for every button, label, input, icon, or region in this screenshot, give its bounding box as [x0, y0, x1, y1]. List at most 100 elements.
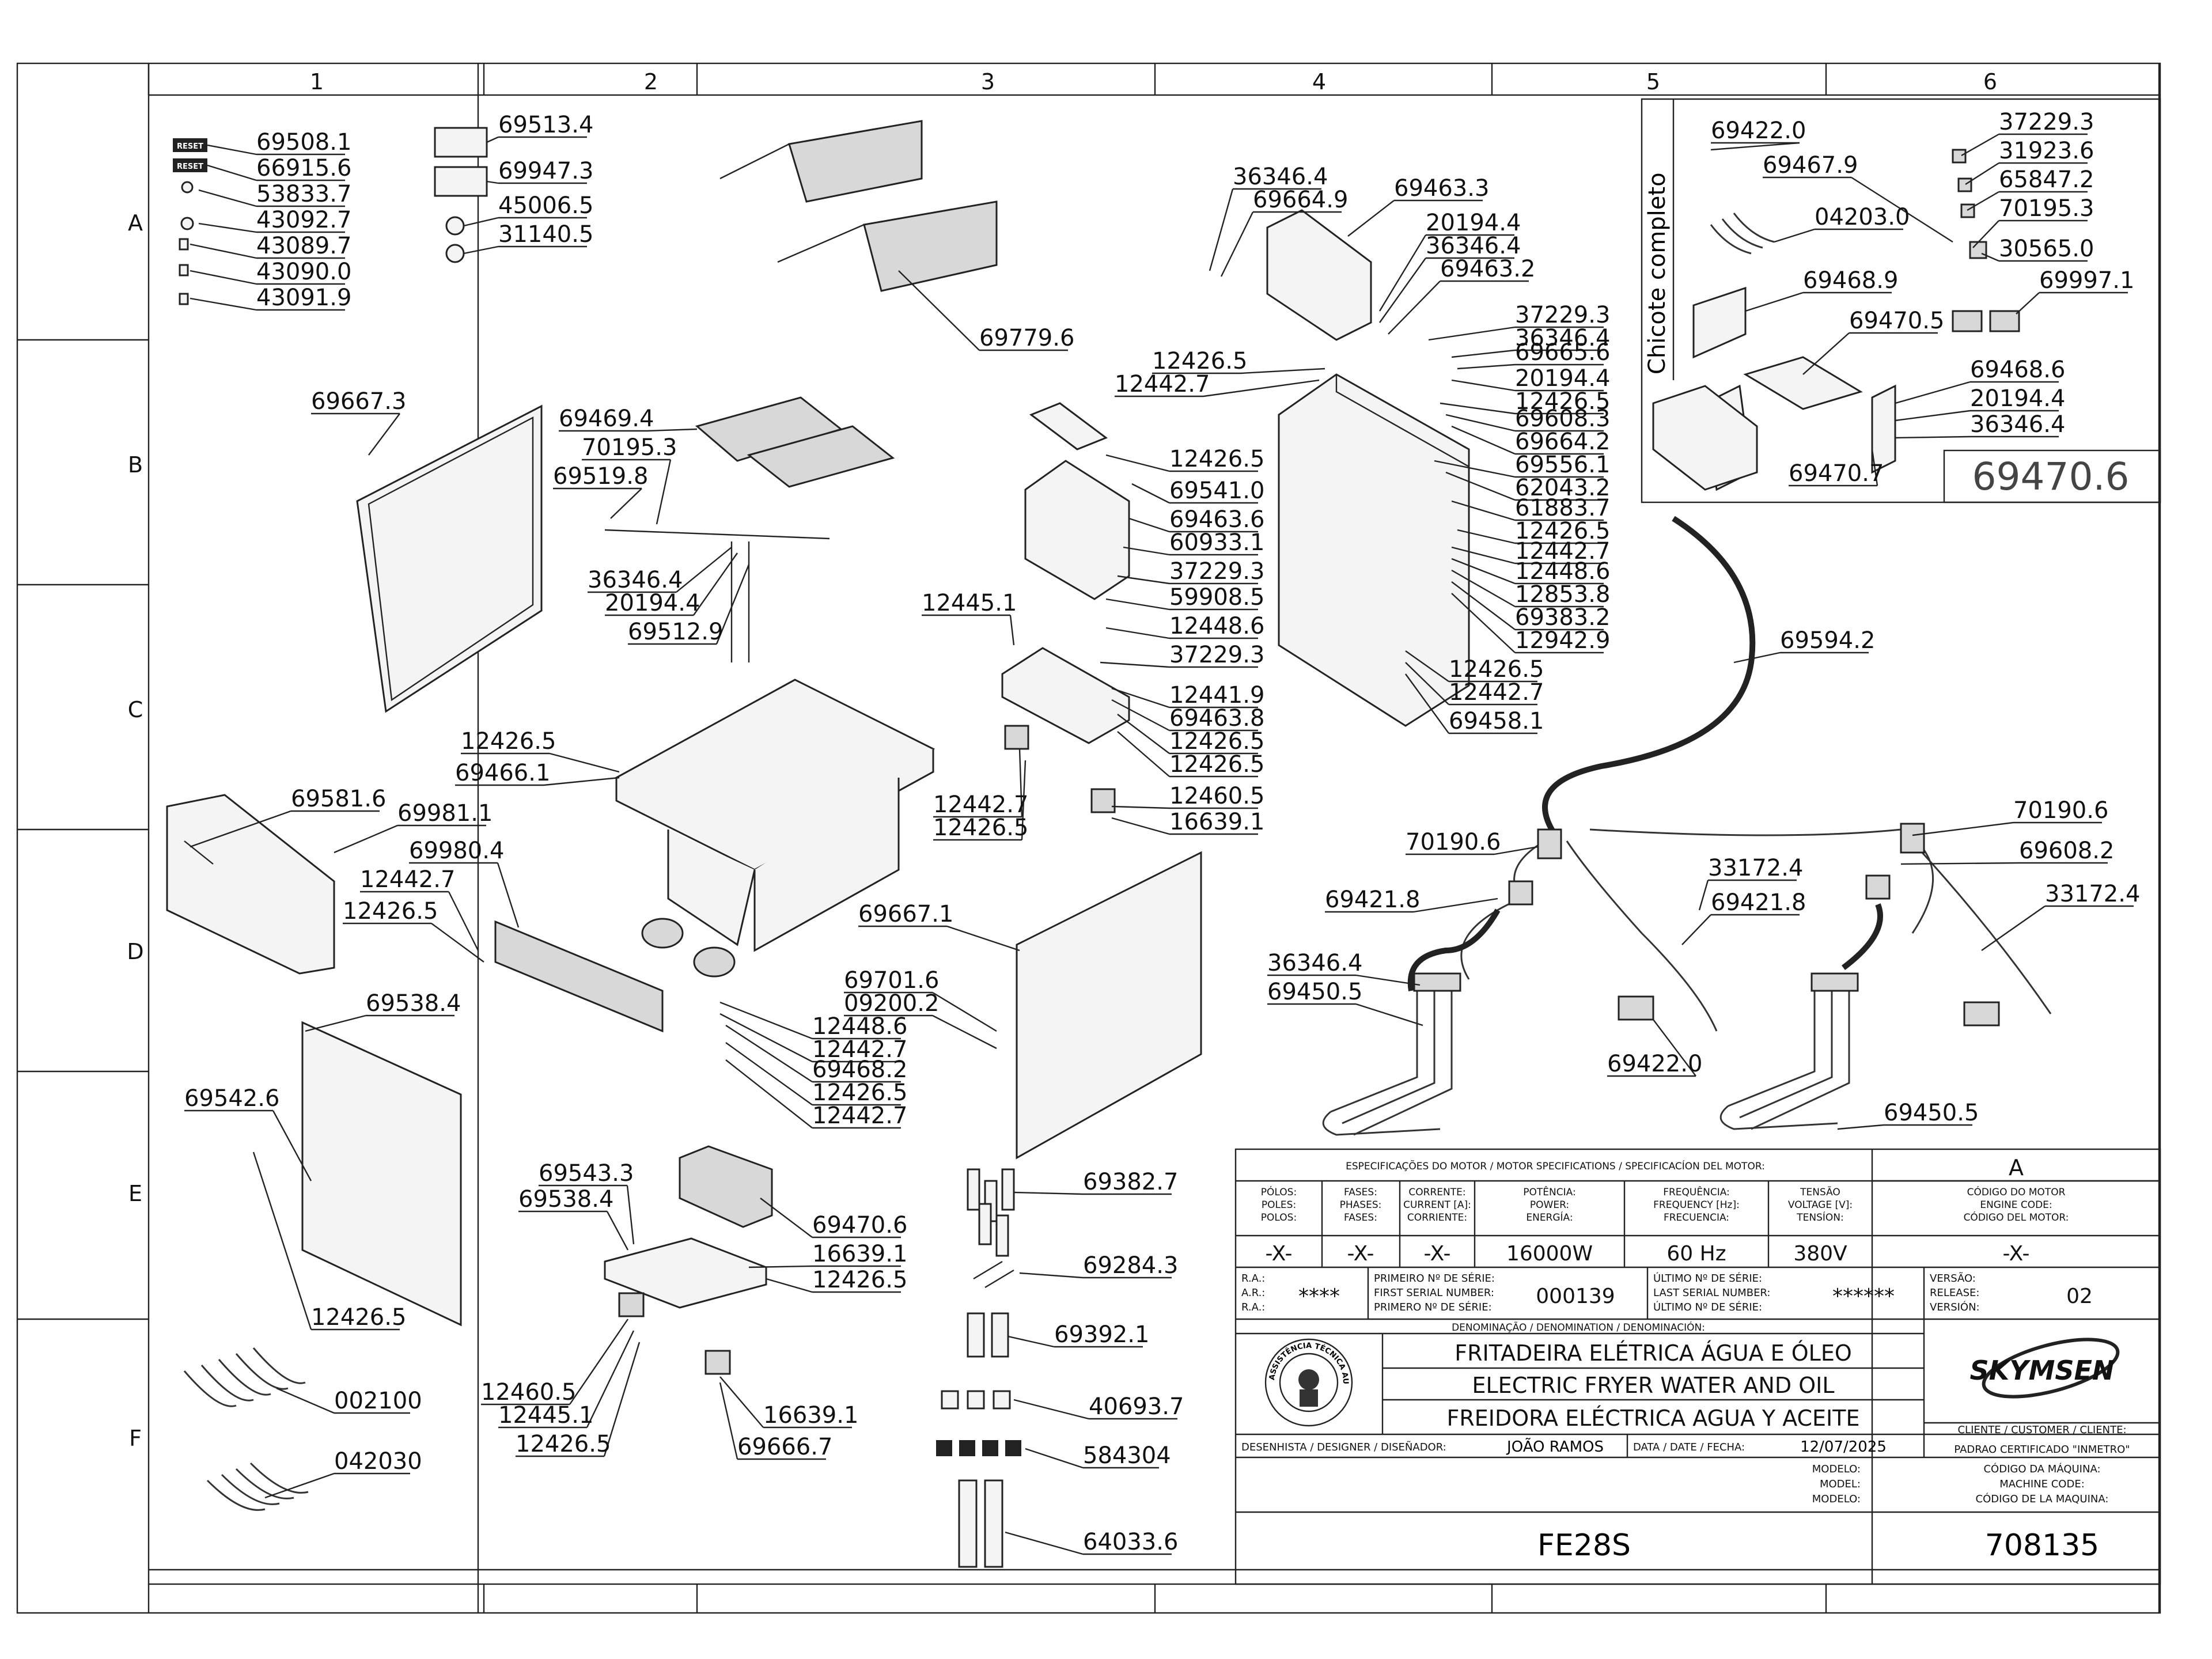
part-callout-leader-line	[1912, 821, 2014, 836]
part-callout-leader-line	[946, 925, 1020, 952]
part-callout-leader-line	[748, 1265, 813, 1268]
part-callout-label: 64033.6	[1083, 1529, 1178, 1555]
chicote-callout-label: 65847.2	[1999, 166, 2094, 193]
part-callout-label: 33172.4	[2045, 881, 2140, 907]
chicote-callout-6: 37229.3	[1961, 109, 2094, 157]
part-callout-leader-line	[264, 1472, 335, 1499]
front-door-69542-icon	[301, 1021, 462, 1327]
part-callout-leader-line	[606, 1211, 629, 1251]
motor-col-header-4-0: FREQUÊNCIA:	[1663, 1185, 1730, 1198]
chicote-callout-10: 30565.0	[1981, 236, 2094, 262]
last-serial-value: ******	[1832, 1285, 1895, 1308]
part-callout-label: 16639.1	[812, 1241, 907, 1267]
chicote-completo-title: Chicote completo	[1644, 172, 1671, 374]
part-callout-leader-line	[1388, 281, 1441, 335]
motor-col-value-4: 60 Hz	[1666, 1242, 1726, 1266]
part-callout-label: 69664.9	[1253, 187, 1348, 213]
part-callout-label: 69463.6	[1169, 506, 1264, 533]
chicote-callout-11: 69997.1	[2016, 267, 2134, 315]
part-callout-label: 12426.5	[343, 898, 438, 925]
part-callout-86: 12460.5	[481, 1319, 628, 1406]
chicote-callout-leader-line	[1710, 142, 1800, 151]
part-callout-99: 69594.2	[1733, 627, 1875, 664]
grid-row-c: C	[128, 697, 143, 722]
part-callout-label: 69980.4	[409, 838, 504, 864]
motor-col-header-3-1: POWER:	[1530, 1199, 1569, 1211]
wire-harness-icon	[1407, 823, 2052, 1032]
part-callout-leader-line	[725, 1024, 813, 1083]
chicote-callout-label: 69470.5	[1849, 308, 1944, 334]
part-callout-leader-line	[1457, 363, 1516, 370]
part-callout-leader-line	[603, 1342, 641, 1457]
part-callout-leader-line	[1111, 687, 1170, 709]
part-callout-37: 12426.5	[1152, 348, 1325, 374]
part-callout-leader-line	[1698, 880, 1709, 911]
chicote-callout-label: 31923.6	[1999, 138, 2094, 164]
part-callout-41: 69463.6	[1128, 506, 1264, 533]
motor-col-header-5-2: TENSÍON:	[1796, 1211, 1843, 1224]
part-callout-89: 16639.1	[719, 1376, 858, 1429]
rod-69284-icon	[973, 1260, 1003, 1280]
clip-584304-icon	[936, 1440, 1021, 1456]
part-callout-label: 69538.4	[366, 990, 461, 1017]
part-callout-leader-line	[647, 428, 698, 432]
part-callout-label: 36346.4	[1233, 164, 1328, 190]
part-callout-label: 12442.7	[812, 1103, 907, 1129]
motor-col-header-0-0: PÓLOS:	[1261, 1185, 1297, 1198]
decal-43089-icon	[179, 238, 189, 251]
part-callout-leader-line	[1105, 627, 1170, 639]
machine-code-label-en: MACHINE CODE:	[1999, 1478, 2085, 1490]
part-callout-leader-line	[1428, 326, 1516, 341]
chicote-callout-label: 69468.9	[1803, 267, 1898, 294]
part-callout-leader-line	[1123, 546, 1170, 556]
part-callout-label: 69450.5	[1267, 979, 1362, 1005]
wire-bundle-002100-icon	[183, 1347, 306, 1407]
part-callout-39: 12426.5	[1105, 446, 1264, 472]
chicote-callout-leader-line	[1895, 410, 1971, 422]
part-callout-33: 12942.9	[1451, 593, 1610, 654]
chicote-callout-label: 20194.4	[1970, 385, 2065, 412]
part-callout-leader-line	[368, 413, 400, 456]
chicote-callout-leader-line	[1967, 191, 1999, 211]
part-callout-label: 53833.7	[256, 181, 351, 207]
part-callout-leader-line	[1347, 200, 1395, 237]
part-callout-4: 43089.7	[190, 233, 351, 259]
machine-code-label-es: CÓDIGO DE LA MAQUINA:	[1976, 1493, 2109, 1505]
chicote-callout-leader-line	[1745, 291, 1804, 312]
part-callout-32: 69383.2	[1451, 581, 1610, 631]
chicote-callout-4: 69470.5	[1802, 308, 1944, 375]
part-callout-label: 62043.2	[1515, 475, 1610, 501]
wire-bundle-042030-icon	[206, 1462, 309, 1511]
part-callout-leader-line	[656, 459, 672, 525]
part-callout-leader-line	[272, 1110, 312, 1181]
part-callout-25: 69556.1	[1434, 452, 1610, 478]
part-callout-leader-line	[1111, 699, 1170, 732]
part-callout-57: 69469.4	[559, 406, 698, 432]
part-callout-label: 69556.1	[1515, 452, 1610, 478]
motor-col-header-6-2: CÓDIGO DEL MOTOR:	[1964, 1211, 2069, 1224]
part-callout-12: 36346.4	[1209, 164, 1328, 271]
part-callout-31: 12853.8	[1451, 569, 1610, 608]
part-callout-leader-line	[334, 824, 398, 854]
part-callout-40: 69541.0	[1131, 478, 1264, 504]
grid-row-e: E	[128, 1181, 142, 1206]
part-callout-27: 61883.7	[1451, 495, 1610, 521]
date-value: 12/07/2025	[1800, 1438, 1887, 1456]
part-callout-leader-line	[1131, 483, 1170, 504]
part-callout-95: 69392.1	[1007, 1321, 1149, 1348]
chicote-callout-8: 65847.2	[1967, 166, 2094, 211]
part-callout-label: 12445.1	[498, 1402, 593, 1429]
first-serial-value: 000139	[1536, 1285, 1615, 1308]
chicote-callout-13: 20194.4	[1895, 385, 2065, 422]
part-callout-78: 69468.2	[725, 1024, 907, 1083]
grid-col-3: 3	[981, 69, 995, 94]
part-callout-label: 69383.2	[1515, 604, 1610, 631]
motor-col-header-6-0: CÓDIGO DO MOTOR	[1967, 1185, 2066, 1198]
motor-spec-header: ESPECIFICAÇÕES DO MOTOR / MOTOR SPECIFIC…	[1346, 1160, 1765, 1172]
part-callout-leader-line	[719, 1382, 738, 1460]
part-callout-102: 36346.4	[1267, 950, 1421, 986]
chicote-callout-label: 69470.7	[1789, 460, 1884, 487]
motor-col-value-2: -X-	[1423, 1242, 1450, 1266]
chicote-callout-leader-line	[1895, 435, 1971, 439]
part-callout-label: 69608.2	[2019, 838, 2114, 864]
